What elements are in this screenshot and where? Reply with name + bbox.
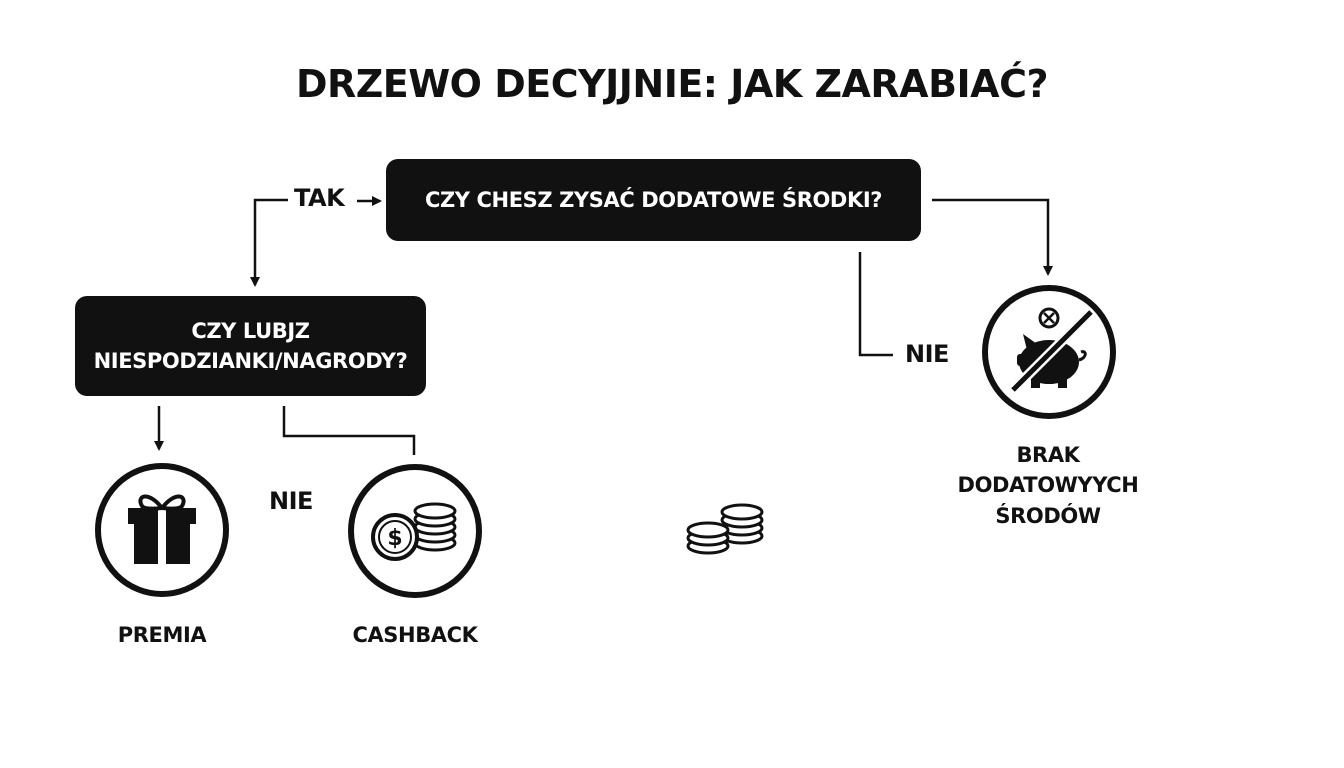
edge-label-no-left: NIE (269, 487, 313, 515)
edge-label-yes: TAK (294, 184, 345, 212)
edge-second-to-cashback (282, 406, 416, 455)
coins-icon: $ (348, 464, 482, 598)
outcome-no-funds-line3: ŚRODÓW (995, 503, 1101, 528)
outcome-no-funds-label: BRAK DODATOWYYCH ŚRODÓW (935, 440, 1161, 531)
svg-text:$: $ (387, 526, 402, 551)
edge-label-no-right: NIE (905, 340, 949, 368)
second-question-text-line2: NIESPODZIANKI/NAGRODY? (93, 349, 408, 373)
edge-root-nie (858, 252, 893, 357)
second-question-node: CZY LUBJZ NIESPODZIANKI/NAGRODY? (75, 296, 426, 396)
root-question-node: CZY CHESZ ZYSAĆ DODATOWE ŚRODKI? (386, 159, 921, 241)
root-question-text: CZY CHESZ ZYSAĆ DODATOWE ŚRODKI? (424, 187, 883, 212)
second-question-text-line1: CZY LUBJZ (191, 318, 310, 343)
floating-coins-icon (686, 503, 764, 555)
outcome-premia-label: PREMIA (117, 623, 207, 647)
page-title: DRZEWO DECYJJNIE: JAK ZARABIAĆ? (295, 62, 1049, 106)
edge-root-to-no-funds (932, 198, 1053, 276)
outcome-cashback-label: CASHBACK (352, 623, 478, 647)
outcome-no-funds-line2: DODATOWYYCH (957, 473, 1139, 498)
crossed-piggy-bank-icon (982, 285, 1116, 419)
outcome-no-funds-line1: BRAK (1016, 443, 1080, 467)
gift-icon (95, 463, 229, 597)
edge-yes-to-second-question (250, 198, 288, 287)
